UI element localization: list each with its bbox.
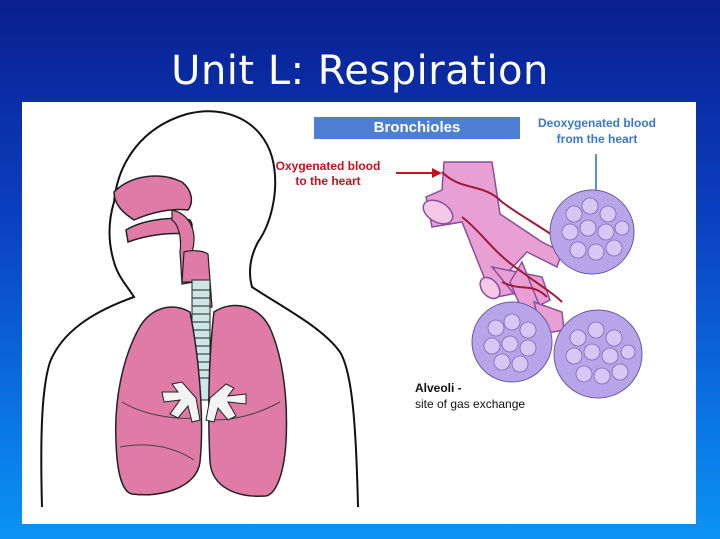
body-outline [40,110,359,508]
oxygenated-arrow [396,168,442,178]
blood-vessels [441,171,563,303]
deoxygenated-blood-label: Deoxygenated blood from the heart [537,116,656,146]
left-lung [114,306,203,496]
lungs [114,304,288,497]
diagram-panel: Bronchioles Oxygenated blood to the hear… [22,102,696,524]
respiratory-illustration [40,110,643,508]
oxygenated-blood-label: Oxygenated blood to the heart [275,159,381,188]
alveoli-subtitle: site of gas exchange [415,397,526,411]
slide-title: Unit L: Respiration [171,48,549,94]
nasal-cavity [113,175,195,285]
alveoli-title: Alveoli - [415,381,462,395]
right-lung [208,304,288,497]
bronchioles-label: Bronchioles [314,117,520,139]
alveoli-texture [483,197,636,385]
